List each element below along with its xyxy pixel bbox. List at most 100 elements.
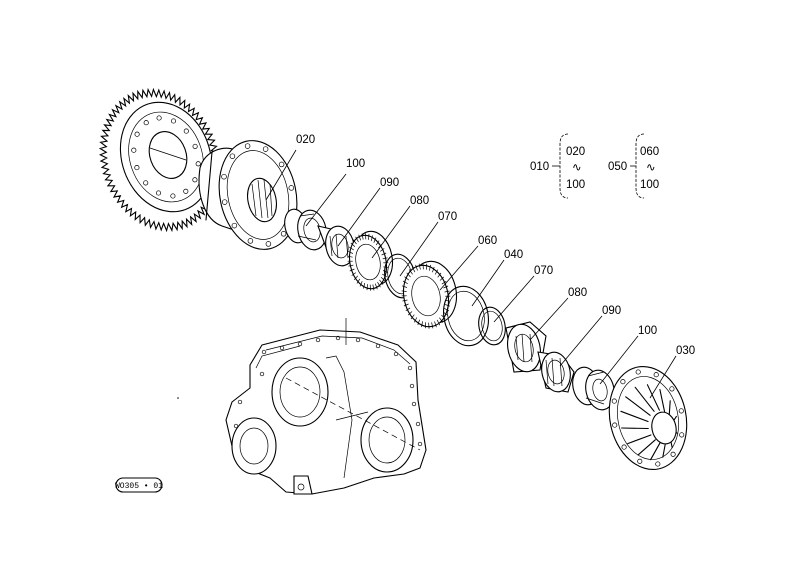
plate-tooth (382, 257, 388, 260)
friction-plate-080-upper (347, 230, 394, 291)
cover-rib (621, 427, 649, 430)
group-010-from: 020 (566, 146, 585, 158)
plate-tooth (445, 300, 451, 302)
plate-tooth (421, 321, 423, 328)
differential-case (198, 140, 298, 250)
bolt-hole (637, 458, 643, 464)
cover-rib (620, 410, 649, 423)
bolt-hole (134, 131, 140, 137)
plate-tooth (380, 276, 386, 282)
bolt-hole (620, 379, 626, 385)
bolt-hole (415, 421, 421, 427)
plate-tooth (350, 242, 356, 248)
plate-tooth (370, 235, 373, 242)
plate-tooth (422, 263, 424, 270)
callout-070-upper: 070 (438, 211, 457, 223)
pressure-plate-080-lower (505, 321, 547, 373)
plate-tooth (406, 272, 411, 278)
plate-tooth (411, 266, 416, 273)
bolt-hole (192, 177, 198, 183)
callout-070-lower: 070 (534, 265, 553, 277)
plate-tooth (443, 285, 449, 289)
plate-tooth (352, 239, 357, 245)
bolt-hole (233, 423, 239, 429)
cover-rib (634, 386, 655, 412)
cover-rib (627, 434, 652, 445)
bolt-hole (195, 161, 201, 167)
bolt-hole (417, 441, 423, 447)
bearing-100-lower (572, 366, 615, 411)
plate-tooth (418, 263, 421, 270)
bolt-hole (280, 231, 287, 237)
group-050-tilde: ∿ (646, 162, 656, 174)
plate-tooth (381, 252, 387, 256)
bolt-hole (221, 173, 227, 180)
group-050-to: 100 (640, 179, 659, 191)
plate-tooth (377, 281, 381, 288)
plate-tooth (437, 272, 442, 278)
drawing-reference-stamp: WO305 • 01 (115, 477, 163, 493)
bolt-hole (265, 241, 272, 247)
group-010-id: 010 (530, 161, 549, 173)
plate-tooth (404, 276, 410, 281)
plate-tooth (410, 314, 415, 320)
bolt-hole (375, 343, 381, 349)
bolt-hole (229, 153, 236, 159)
bolt-hole (244, 143, 251, 149)
callout-030: 030 (676, 345, 695, 357)
part-callouts: 020 100 090 080 070 060 040 070 080 090 … (265, 134, 695, 399)
plate-tooth (355, 236, 359, 243)
plate-tooth (358, 234, 362, 241)
callout-020: 020 (296, 134, 315, 146)
plate-tooth (434, 269, 439, 275)
bolt-hole (611, 398, 617, 404)
plate-tooth (359, 281, 363, 287)
bolt-hole (170, 118, 177, 124)
stray-dot (177, 397, 179, 399)
plate-tooth (383, 266, 389, 269)
callout-080-upper: 080 (410, 195, 429, 207)
plate-tooth (436, 319, 441, 326)
callout-080-lower: 080 (568, 287, 587, 299)
bolt-hole (678, 408, 684, 414)
bolt-hole (261, 349, 267, 355)
assembly-group-050: 050 060 ∿ 100 (608, 133, 659, 199)
bolt-hole (143, 180, 149, 186)
bolt-hole (247, 238, 254, 244)
plate-tooth (401, 290, 407, 292)
callout-100-upper: 100 (346, 158, 365, 170)
bolt-hole (355, 337, 361, 343)
bolt-hole (259, 371, 265, 377)
callout-100-lower: 100 (638, 325, 657, 337)
bolt-hole (409, 383, 415, 389)
snap-ring-070-lower (478, 306, 506, 346)
cover-rib (625, 396, 651, 416)
friction-plate-060 (401, 260, 458, 329)
plate-tooth (374, 283, 378, 290)
bolt-hole (407, 365, 413, 371)
bolt-hole (156, 115, 162, 121)
plate-tooth (402, 280, 408, 285)
plate-tooth (428, 322, 430, 329)
callout-060: 060 (478, 235, 497, 247)
group-010-to: 100 (566, 179, 585, 191)
case-cover-030 (608, 365, 688, 471)
bolt-hole (221, 199, 228, 205)
plate-tooth (347, 255, 353, 258)
plate-tooth (401, 285, 408, 288)
plate-tooth (347, 251, 354, 254)
plate-tooth (366, 284, 368, 291)
bolt-hole (183, 128, 189, 134)
plate-tooth (444, 290, 450, 293)
bolt-hole (131, 147, 137, 153)
bolt-hole (237, 399, 243, 405)
bolt-hole (335, 335, 341, 341)
bolt-hole (297, 341, 303, 347)
plate-tooth (403, 303, 409, 307)
plate-tooth (402, 299, 408, 302)
drawing-reference-code: WO305 • 01 (115, 482, 163, 491)
plate-tooth (373, 237, 377, 243)
side-gear-090-upper (317, 225, 357, 267)
group-050-from: 060 (640, 146, 659, 158)
